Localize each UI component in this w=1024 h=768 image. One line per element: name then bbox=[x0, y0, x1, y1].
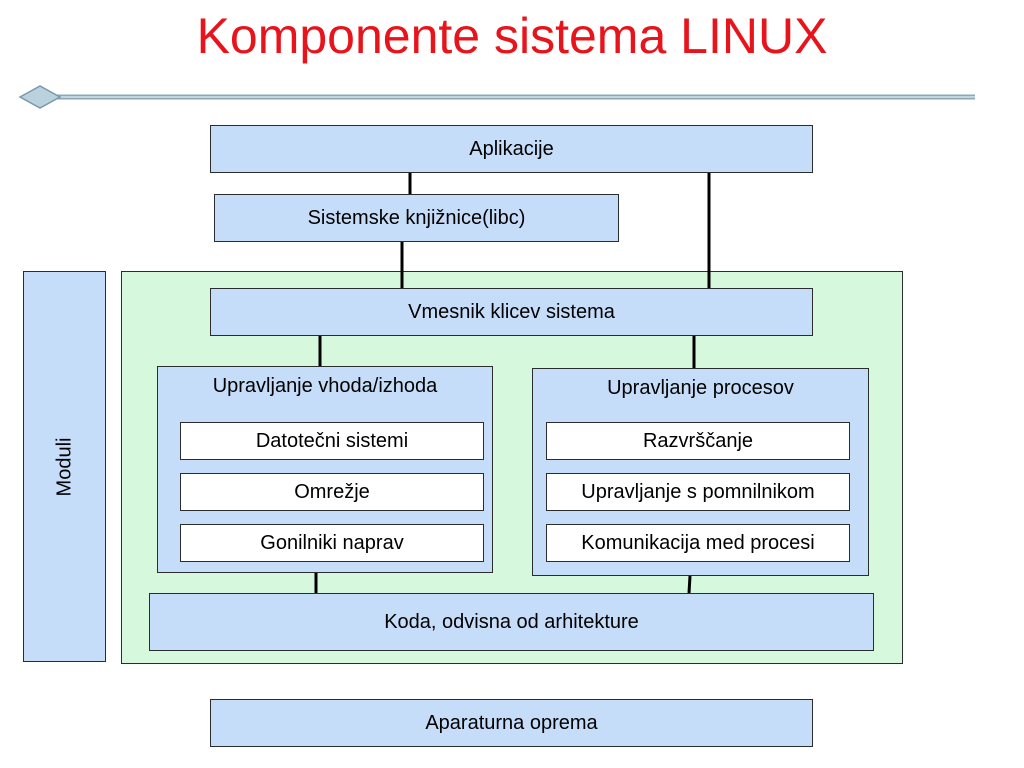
scheduling-box: Razvrščanje bbox=[546, 422, 850, 460]
modules-box: Moduli bbox=[23, 271, 106, 662]
arch-dependent-code-box: Koda, odvisna od arhitekture bbox=[149, 593, 874, 651]
io-management-group: Upravljanje vhoda/izhoda Datotečni siste… bbox=[157, 366, 493, 573]
ipc-box: Komunikacija med procesi bbox=[546, 524, 850, 562]
device-drivers-box: Gonilniki naprav bbox=[180, 524, 484, 562]
slide-title: Komponente sistema LINUX bbox=[196, 8, 828, 64]
io-management-title: Upravljanje vhoda/izhoda bbox=[212, 375, 438, 397]
memory-management-box: Upravljanje s pomnilnikom bbox=[546, 473, 850, 511]
hardware-box: Aparaturna oprema bbox=[210, 699, 813, 747]
syscall-interface-box: Vmesnik klicev sistema bbox=[210, 288, 813, 336]
process-management-title: Upravljanje procesov bbox=[607, 377, 794, 399]
system-libraries-box: Sistemske knjižnice(libc) bbox=[214, 194, 619, 242]
diamond-icon bbox=[18, 85, 62, 109]
process-management-group: Upravljanje procesov Razvrščanje Upravlj… bbox=[532, 368, 869, 576]
connector-process-arch bbox=[687, 575, 692, 594]
applications-box: Aplikacije bbox=[210, 125, 813, 173]
file-systems-box: Datotečni sistemi bbox=[180, 422, 484, 460]
networking-box: Omrežje bbox=[180, 473, 484, 511]
